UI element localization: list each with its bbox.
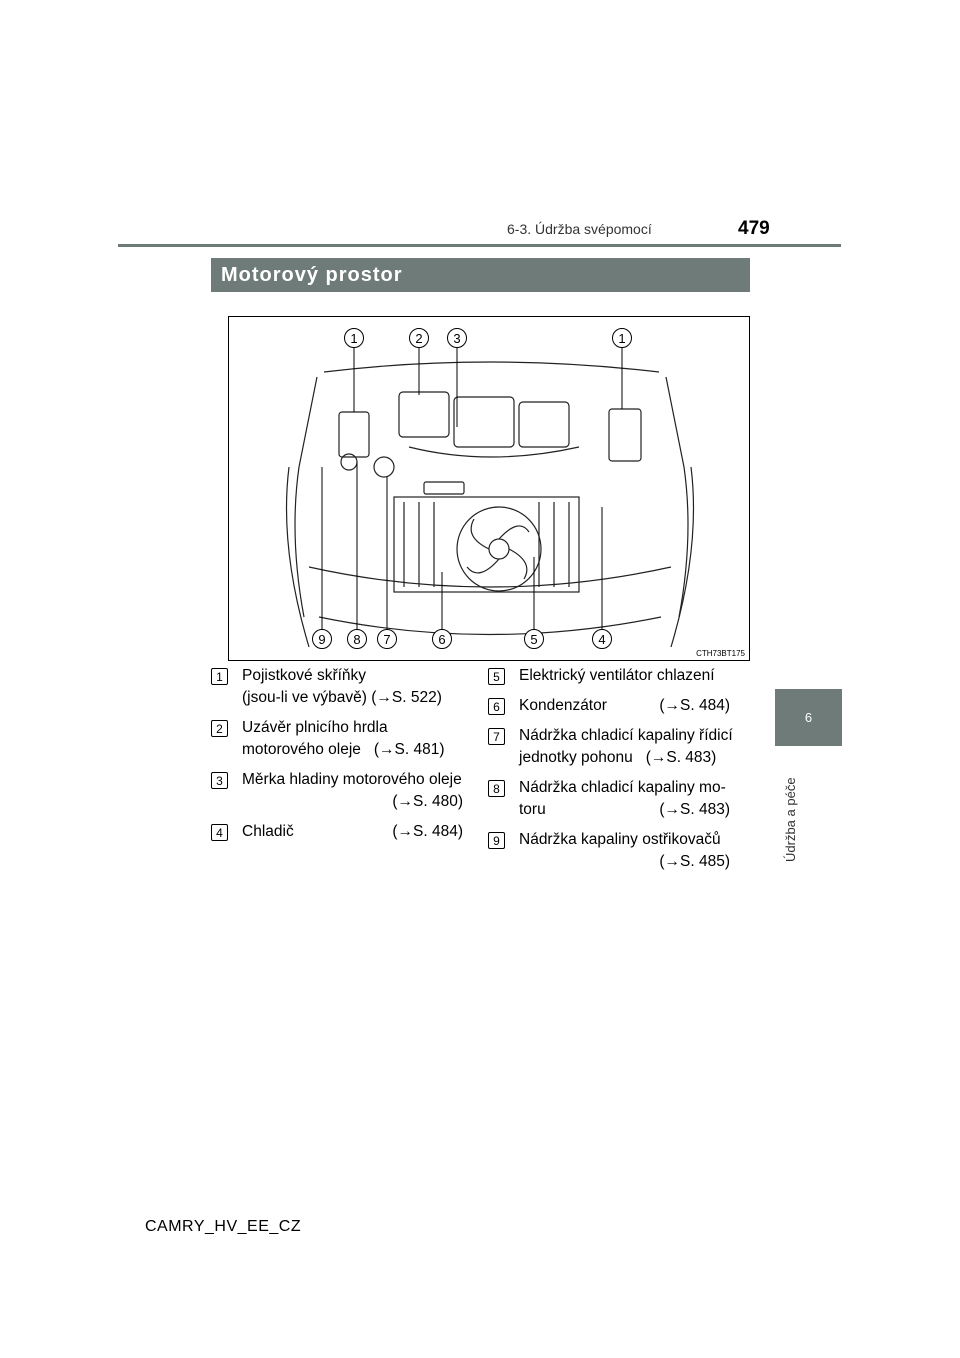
chapter-label-wrap: Údržba a péče <box>783 752 803 862</box>
callout-bottom-5: 5 <box>530 632 537 647</box>
callout-top-4: 1 <box>618 331 625 346</box>
legend-text: Pojistkové skříňky <box>242 667 367 684</box>
chapter-tab: 6 <box>775 689 842 746</box>
legend-text: Elektrický ventilátor chlazení <box>519 667 715 684</box>
page-reference: (→S. 484) <box>392 823 463 840</box>
callout-top-3: 3 <box>453 331 460 346</box>
legend-text: Nádržka chladicí kapaliny řídicí <box>519 727 733 744</box>
legend-item-2: 2 Uzávěr plnicího hrdla motorového oleje… <box>211 717 473 761</box>
page-reference: (→S. 480) <box>392 793 463 810</box>
legend-item-7: 7 Nádržka chladicí kapaliny řídicí jedno… <box>488 725 750 769</box>
page-number: 479 <box>738 218 770 239</box>
legend-item-6: 6 Kondenzátor (→S. 484) <box>488 695 750 717</box>
chapter-number: 6 <box>804 710 813 725</box>
document-code: CAMRY_HV_EE_CZ <box>145 1218 302 1235</box>
page-reference: (→S. 522) <box>371 689 442 706</box>
legend-number: 1 <box>211 668 228 685</box>
callout-bottom-9: 9 <box>318 632 325 647</box>
page-reference: (→S. 485) <box>659 853 730 870</box>
section-title: 6-3. Údržba svépomocí <box>507 221 652 237</box>
callout-bottom-6: 6 <box>438 632 445 647</box>
engine-illustration: 1 2 3 1 9 8 7 6 5 4 <box>285 328 695 649</box>
legend-right: 5 Elektrický ventilátor chlazení 6 Konde… <box>488 665 750 881</box>
figure-code: CTH73BT175 <box>696 649 745 658</box>
legend-text: Nádržka chladicí kapaliny mo- <box>519 779 726 796</box>
page-reference: (→S. 484) <box>659 697 730 714</box>
callout-bottom-8: 8 <box>353 632 360 647</box>
legend-number: 9 <box>488 832 505 849</box>
legend-number: 5 <box>488 668 505 685</box>
chapter-title: Údržba a péče <box>783 777 798 862</box>
legend-text: (jsou-li ve výbavě) <box>242 689 367 706</box>
header-rule <box>118 244 841 247</box>
legend-item-5: 5 Elektrický ventilátor chlazení <box>488 665 750 687</box>
callout-bottom-7: 7 <box>383 632 390 647</box>
legend-number: 7 <box>488 728 505 745</box>
legend-number: 4 <box>211 824 228 841</box>
legend-number: 3 <box>211 772 228 789</box>
page-reference: (→S. 483) <box>645 749 717 766</box>
legend-text: toru <box>519 801 546 818</box>
legend-number: 8 <box>488 780 505 797</box>
legend-item-9: 9 Nádržka kapaliny ostřikovačů (→S. 485) <box>488 829 750 873</box>
callout-top-1: 1 <box>350 331 357 346</box>
callout-top-2: 2 <box>415 331 422 346</box>
legend-number: 6 <box>488 698 505 715</box>
engine-compartment-figure: 1 2 3 1 9 8 7 6 5 4 CTH73BT175 <box>228 316 750 661</box>
legend-text: Měrka hladiny motorového oleje <box>242 771 462 788</box>
page-reference: (→S. 483) <box>659 801 730 818</box>
legend-left: 1 Pojistkové skříňky (jsou-li ve výbavě)… <box>211 665 473 851</box>
page-reference: (→S. 481) <box>373 741 445 758</box>
legend-item-8: 8 Nádržka chladicí kapaliny mo- toru (→S… <box>488 777 750 821</box>
legend-item-3: 3 Měrka hladiny motorového oleje (→S. 48… <box>211 769 473 813</box>
page-title: Motorový prostor <box>211 258 750 292</box>
legend-text: Kondenzátor <box>519 697 607 714</box>
legend-text: Chladič <box>242 823 294 840</box>
legend-text: Nádržka kapaliny ostřikovačů <box>519 831 721 848</box>
legend-item-4: 4 Chladič (→S. 484) <box>211 821 473 843</box>
callout-bottom-4: 4 <box>598 632 605 647</box>
legend-item-1: 1 Pojistkové skříňky (jsou-li ve výbavě)… <box>211 665 473 709</box>
legend-number: 2 <box>211 720 228 737</box>
legend-text: motorového oleje <box>242 741 361 758</box>
legend-text: Uzávěr plnicího hrdla <box>242 719 388 736</box>
legend-text: jednotky pohonu <box>519 749 633 766</box>
